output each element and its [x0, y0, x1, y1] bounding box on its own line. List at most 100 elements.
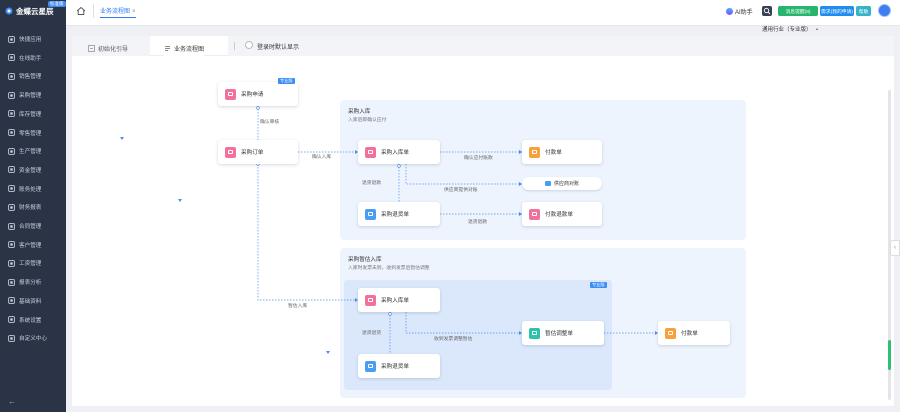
sidebar-item-14[interactable]: 报表分析 — [0, 273, 66, 291]
document-icon — [365, 146, 376, 158]
sidebar-item-16[interactable]: 系统设置 — [0, 311, 66, 329]
sidebar-item-4[interactable]: 采购管理 — [0, 86, 66, 104]
home-icon[interactable] — [76, 6, 86, 16]
tab-flowchart[interactable]: 业务流程图 — [164, 40, 205, 56]
edge-label: 供应商提供对账 — [444, 188, 478, 193]
node-label: 采购订单 — [241, 150, 264, 156]
sidebar-item-5[interactable]: 库存管理 — [0, 105, 66, 123]
flow-node-payment[interactable]: 付款单 — [522, 140, 602, 164]
arrowhead — [355, 298, 358, 302]
logo-text: 金蝶云星辰 — [16, 6, 54, 16]
sidebar-item-12[interactable]: 客户管理 — [0, 236, 66, 254]
sidebar-item-label: 报表分析 — [19, 280, 42, 287]
help-button[interactable]: 帮助 — [856, 6, 871, 16]
message-reminder-button[interactable]: 消息提醒(8) — [778, 6, 818, 16]
edge-label: 确认审核 — [260, 120, 280, 125]
flow-node-supplier-reconcile[interactable]: 供应商对账 — [522, 177, 602, 190]
sidebar-item-label: 资金管理 — [19, 167, 42, 174]
ai-assistant-button[interactable]: AI助手 — [726, 7, 753, 16]
edge-label: 确认应付账款 — [464, 156, 493, 161]
settings-icon — [8, 316, 15, 323]
node-label: 付款单 — [545, 150, 562, 156]
sidebar-item-label: 生产管理 — [19, 149, 42, 156]
sidebar-item-2[interactable]: 在线助手 — [0, 49, 66, 67]
sidebar-item-10[interactable]: 财务报表 — [0, 198, 66, 216]
sidebar-item-label: 自定义中心 — [19, 336, 47, 343]
industry-label: 通用行业（专业版） — [762, 27, 812, 33]
scrollbar-thumb[interactable] — [888, 340, 891, 370]
assistant-icon — [8, 54, 15, 62]
flow-node-estimate-adjust[interactable]: 暂估调整单 — [522, 321, 604, 345]
reconcile-icon — [544, 181, 551, 186]
flow-node-purchase-request[interactable]: 采购申请 — [218, 82, 298, 106]
node-label: 供应商对账 — [553, 181, 579, 187]
node-label: 采购退货单 — [381, 212, 409, 218]
expand-panel-icon[interactable]: ‹ — [890, 240, 900, 256]
flow-edge — [257, 164, 358, 301]
flow-node-return-order[interactable]: 采购退货单 — [358, 202, 440, 226]
node-label: 采购入库单 — [381, 298, 409, 304]
edge-label: 确认入库 — [312, 155, 332, 160]
sidebar-item-11[interactable]: 合同管理 — [0, 217, 66, 235]
sales-icon — [8, 73, 15, 80]
edge-label: 收到发票调整暂估 — [434, 337, 473, 342]
arrowhead — [655, 331, 658, 335]
sidebar-item-7[interactable]: 生产管理 — [0, 142, 66, 160]
flow-icon — [165, 45, 170, 51]
scrollbar-track[interactable] — [888, 90, 891, 400]
sidebar-item-6[interactable]: 零售管理 — [0, 124, 66, 142]
logo-icon — [5, 7, 13, 15]
retail-icon — [8, 129, 15, 136]
payment-icon — [665, 327, 676, 339]
tab-label: 业务流程图 — [100, 9, 131, 15]
sidebar-item-13[interactable]: 工资管理 — [0, 254, 66, 272]
node-label: 付款退款单 — [545, 212, 573, 218]
flow-node-payment-2[interactable]: 付款单 — [658, 321, 730, 345]
flow-node-return-order-2[interactable]: 采购退货单 — [358, 354, 440, 378]
flow-edge — [405, 164, 522, 185]
pro-badge: 专业版 — [590, 282, 607, 288]
default-display-radio[interactable] — [245, 41, 253, 49]
contract-icon — [8, 222, 15, 230]
document-icon — [225, 146, 236, 158]
sidebar-item-9[interactable]: 账务处理 — [0, 180, 66, 198]
default-display-label: 登录时默认显示 — [257, 45, 300, 51]
arrowhead — [178, 199, 182, 202]
tab-close-icon[interactable]: × — [132, 9, 136, 15]
search-button[interactable] — [762, 6, 772, 16]
avatar[interactable] — [878, 4, 891, 17]
flow-node-inbound-order[interactable]: 采购入库单 — [358, 140, 440, 164]
tab-init-guide[interactable]: 初始化引导 — [88, 40, 128, 56]
arrowhead — [519, 150, 522, 154]
guide-icon — [88, 44, 95, 52]
sidebar-item-label: 基础资料 — [19, 298, 42, 305]
requirement-button[interactable]: 需求(我的申请) — [820, 6, 854, 16]
sidebar-item-8[interactable]: 资金管理 — [0, 161, 66, 179]
arrowhead — [519, 182, 522, 186]
edge-label: 退货退款 — [362, 181, 382, 186]
flow-node-refund[interactable]: 付款退款单 — [522, 202, 602, 226]
sidebar-item-17[interactable]: 自定义中心 — [0, 329, 66, 347]
sidebar-item-3[interactable]: 销售管理 — [0, 67, 66, 85]
flow-node-estimated-inbound[interactable]: 采购入库单 — [358, 288, 440, 312]
salary-icon — [8, 260, 15, 267]
grid-icon — [8, 35, 15, 43]
group-subtitle: 入库后即确认应付 — [348, 118, 387, 123]
tab-background — [228, 36, 894, 56]
cart-icon — [8, 91, 15, 99]
connector-dot — [256, 106, 260, 110]
flow-node-purchase-order[interactable]: 采购订单 — [218, 140, 298, 164]
sidebar-item-1[interactable]: 快捷应用 — [0, 30, 66, 48]
collapse-sidebar-icon[interactable]: ← — [8, 397, 16, 406]
chevron-down-icon: ⌄ — [814, 26, 820, 32]
sidebar-item-15[interactable]: 基础资料 — [0, 292, 66, 310]
edge-label: 暂估入库 — [288, 304, 308, 309]
industry-selector[interactable]: 通用行业（专业版）⌄ — [762, 25, 820, 33]
app-logo[interactable]: 金蝶云星辰 标准版 — [0, 0, 66, 22]
document-icon — [225, 88, 236, 100]
arrowhead — [519, 331, 522, 335]
search-icon — [763, 7, 771, 15]
document-icon — [365, 360, 376, 372]
sidebar-item-label: 系统设置 — [19, 317, 42, 324]
tab-business-flow[interactable]: 业务流程图× — [100, 6, 136, 18]
